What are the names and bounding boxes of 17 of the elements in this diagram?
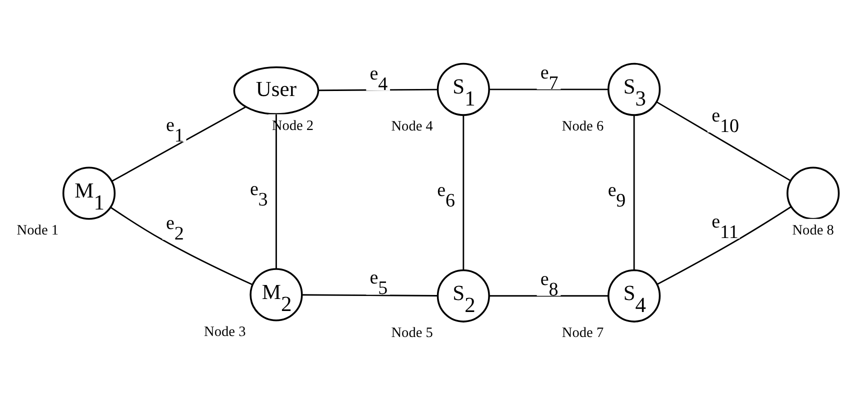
node-label: Node 3 <box>204 324 246 340</box>
node-label: Node 4 <box>391 118 433 135</box>
connector <box>489 295 608 297</box>
connector <box>633 115 635 270</box>
connector <box>276 114 277 269</box>
connector <box>111 106 246 182</box>
node-label: Node 6 <box>562 118 604 135</box>
connector <box>462 115 464 270</box>
connector <box>656 101 791 182</box>
connector <box>110 206 252 286</box>
node-label: Node 5 <box>391 325 433 342</box>
connector <box>489 88 608 90</box>
connector <box>656 206 792 286</box>
connector <box>302 294 438 296</box>
node-label: Node 7 <box>562 325 604 342</box>
node-label: Node 8 <box>792 222 834 239</box>
node-label: Node 1 <box>16 222 59 239</box>
